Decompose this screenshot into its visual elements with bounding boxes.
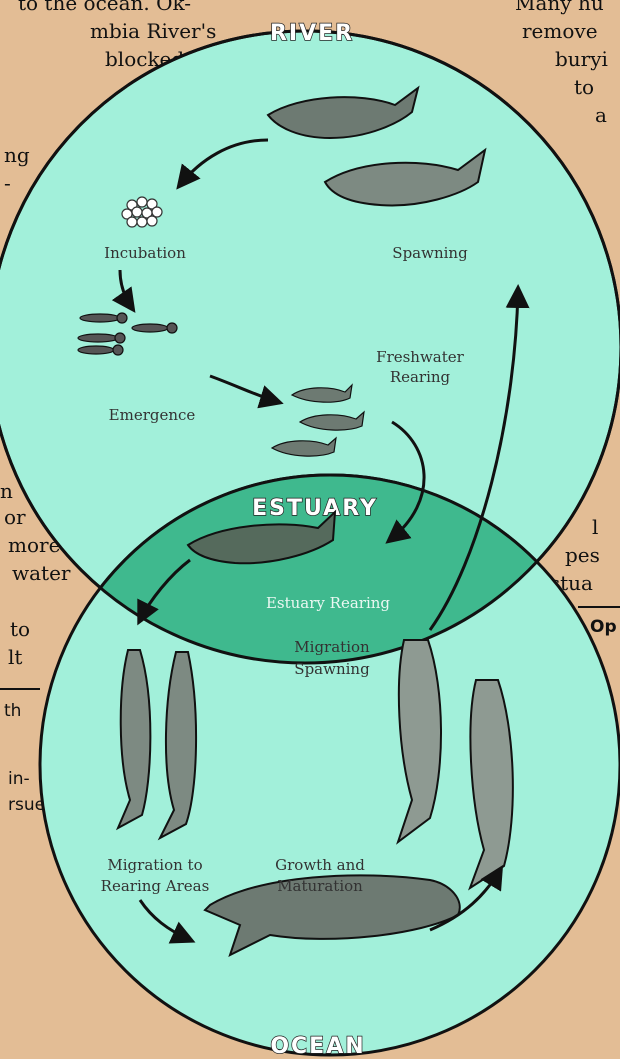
stage-label-spawning: Spawning: [392, 244, 468, 262]
ocean-label: OCEAN: [270, 1034, 365, 1059]
stage-label-migration-spawning-1: Migration: [294, 638, 370, 656]
stage-label-migration-rearing-1: Migration to: [107, 856, 202, 874]
stage-label-freshwater-rearing-2: Rearing: [390, 368, 451, 386]
stage-label-growth-2: Maturation: [277, 877, 363, 895]
river-label: RIVER: [270, 21, 354, 46]
eggs-icon: [122, 197, 162, 227]
stage-label-growth-1: Growth and: [275, 856, 365, 874]
stage-label-incubation: Incubation: [104, 244, 186, 262]
stage-label-estuary-rearing: Estuary Rearing: [266, 594, 390, 612]
stage-label-freshwater-rearing-1: Freshwater: [376, 348, 465, 366]
stage-label-emergence: Emergence: [109, 406, 196, 424]
stage-label-migration-rearing-2: Rearing Areas: [101, 877, 210, 895]
estuary-label: ESTUARY: [252, 496, 378, 521]
stage-label-migration-spawning-2: Spawning: [294, 660, 370, 678]
